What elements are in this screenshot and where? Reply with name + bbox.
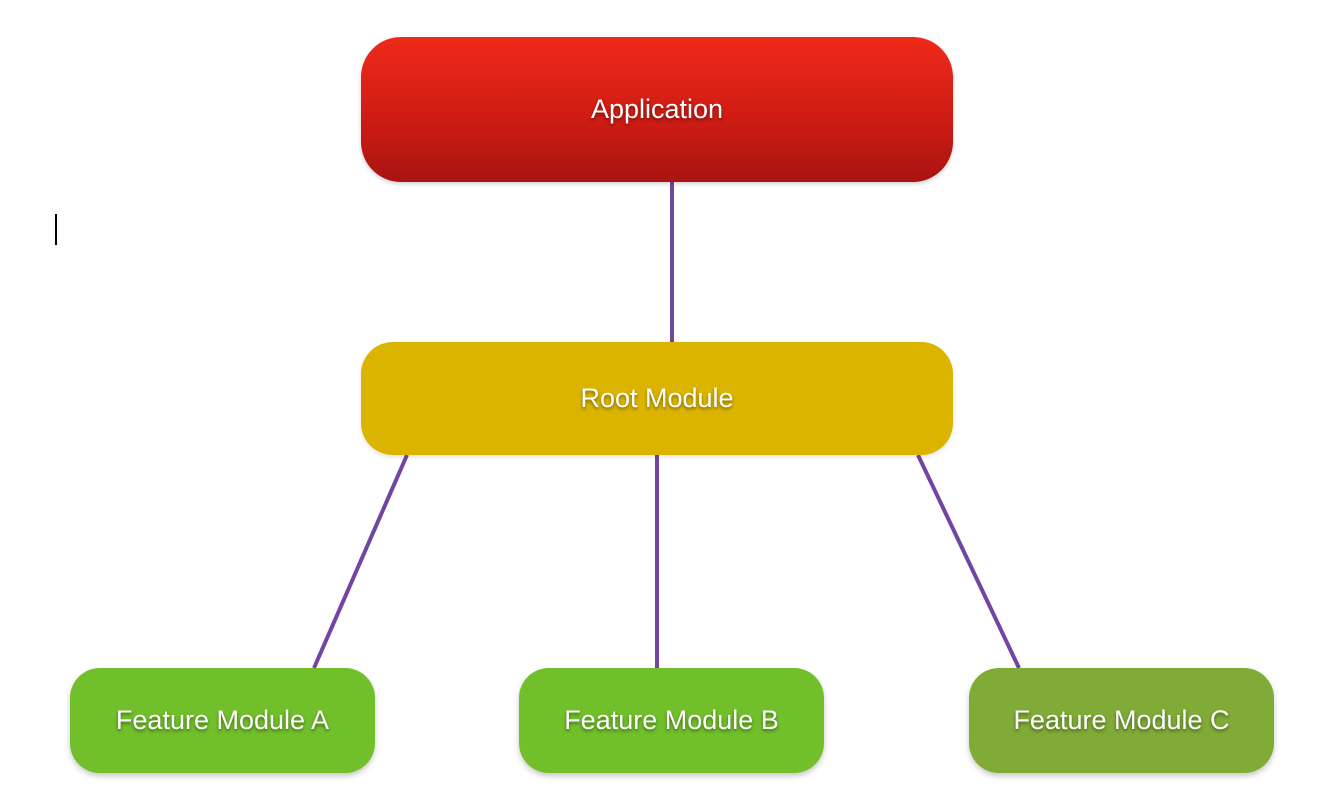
- feature-module-a-node[interactable]: Feature Module A: [70, 668, 375, 773]
- feature-module-c-label: Feature Module C: [1013, 705, 1230, 735]
- feature-module-c-node[interactable]: Feature Module C: [969, 668, 1274, 773]
- root-module-node[interactable]: Root Module: [361, 342, 953, 455]
- feature-module-b-node[interactable]: Feature Module B: [519, 668, 824, 773]
- feature-module-a-label: Feature Module A: [115, 705, 330, 735]
- edge-root-feature-a: [312, 454, 409, 669]
- application-label: Application: [590, 94, 724, 124]
- text-cursor: [55, 214, 57, 245]
- feature-module-b-label: Feature Module B: [564, 705, 779, 735]
- application-node[interactable]: Application: [361, 37, 953, 182]
- edge-root-feature-c: [916, 454, 1021, 669]
- root-module-label: Root Module: [580, 383, 734, 413]
